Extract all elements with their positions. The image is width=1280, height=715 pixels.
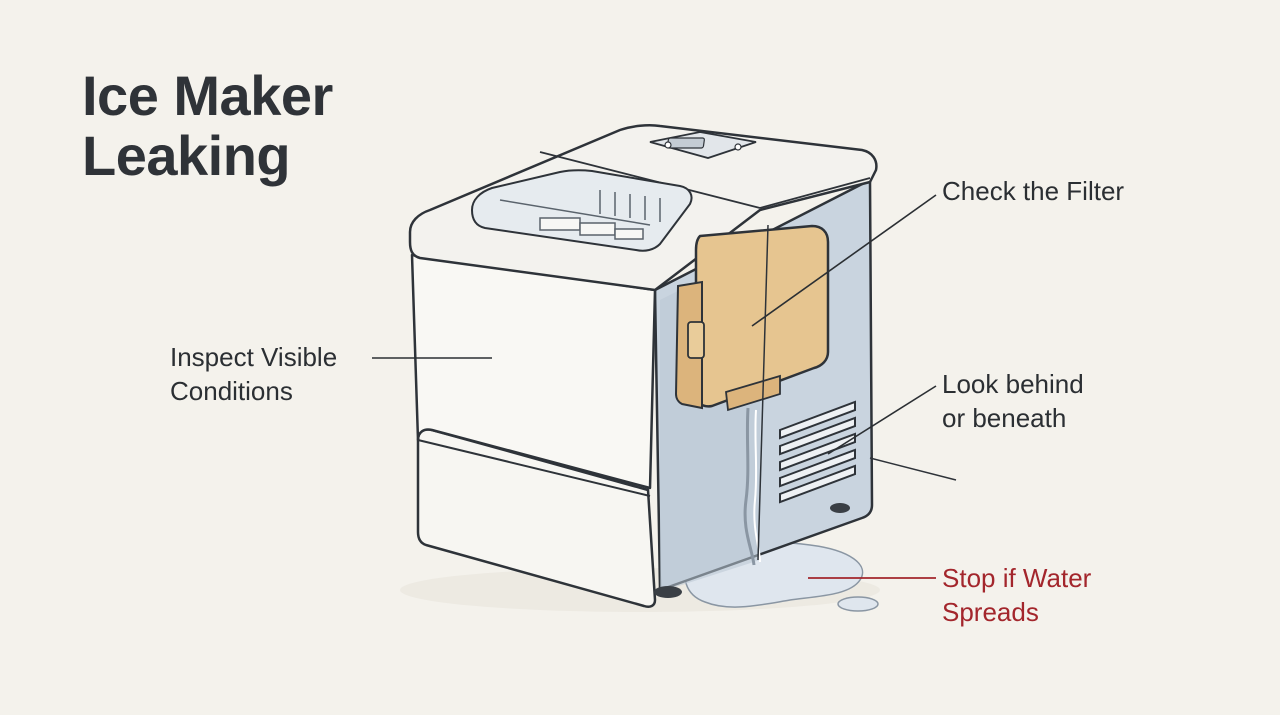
callout-inspect-visible-conditions: Inspect Visible Conditions bbox=[170, 340, 337, 408]
callout-behind-line-1: Look behind bbox=[942, 369, 1084, 399]
callout-filter-text: Check the Filter bbox=[942, 176, 1125, 206]
page-title: Ice Maker Leaking bbox=[82, 66, 333, 186]
leader-filter bbox=[751, 194, 937, 327]
callout-behind-line-2: or beneath bbox=[942, 403, 1067, 433]
callout-stop-line-2: Spreads bbox=[942, 597, 1039, 627]
filter-latch bbox=[687, 321, 705, 359]
basket-grid bbox=[499, 190, 661, 240]
leak-stream bbox=[743, 407, 756, 566]
body-front bbox=[410, 253, 657, 490]
callout-stop-water-spreads: Stop if Water Spreads bbox=[942, 561, 1091, 629]
callout-stop-line-1: Stop if Water bbox=[942, 563, 1092, 593]
callout-inspect-line-1: Inspect Visible bbox=[170, 342, 338, 372]
foot bbox=[830, 503, 850, 513]
callout-look-behind: Look behind or beneath bbox=[942, 367, 1084, 435]
title-line-1: Ice Maker bbox=[82, 64, 333, 127]
filter-housing bbox=[694, 224, 830, 408]
water-droplet bbox=[837, 596, 879, 612]
leader-behind bbox=[827, 385, 937, 455]
foot bbox=[654, 586, 682, 598]
callout-inspect-line-2: Conditions bbox=[170, 376, 293, 406]
side-vents bbox=[779, 400, 856, 504]
control-button bbox=[664, 141, 672, 149]
control-button bbox=[734, 143, 742, 151]
callout-check-filter: Check the Filter bbox=[942, 174, 1124, 208]
title-line-2: Leaking bbox=[82, 124, 291, 187]
display-screen bbox=[666, 137, 705, 149]
